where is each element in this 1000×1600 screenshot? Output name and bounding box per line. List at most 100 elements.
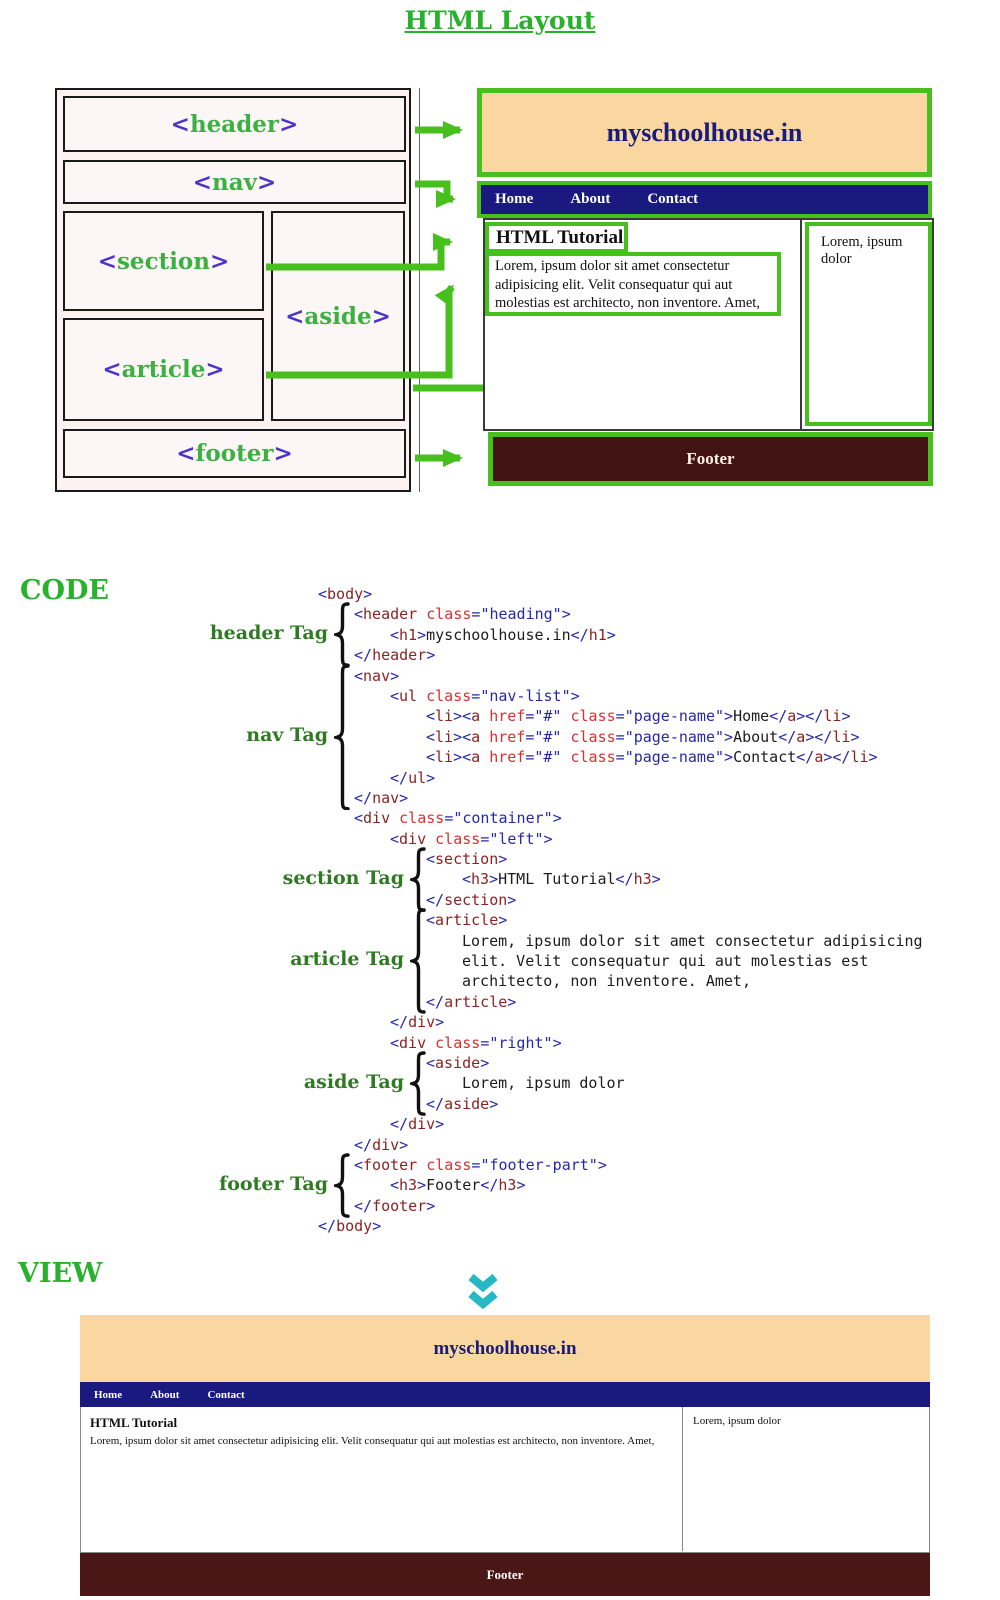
curly-brace xyxy=(410,1051,426,1117)
angle-bracket: < xyxy=(102,356,122,383)
curly-brace xyxy=(410,908,426,1015)
wireframe-nav-box: <nav> xyxy=(63,160,406,204)
code-line: </article> xyxy=(426,992,517,1011)
view-section-label: VIEW xyxy=(18,1258,103,1289)
code-line: <body> xyxy=(318,585,373,603)
preview-frame-edge xyxy=(419,88,420,492)
code-line: </footer> xyxy=(354,1196,436,1215)
code-line: <h1>myschoolhouse.in</h1> xyxy=(390,625,616,644)
wireframe-tag-label: nav xyxy=(212,168,257,196)
curly-brace xyxy=(334,602,350,668)
code-line: <section> xyxy=(426,850,508,869)
preview-article-text: Lorem, ipsum dolor sit amet consectetur … xyxy=(485,252,781,316)
view-footer: Footer xyxy=(80,1553,930,1596)
code-line: </aside> xyxy=(426,1094,499,1113)
arrow-nav xyxy=(415,180,456,208)
code-group-label: section Tag xyxy=(282,866,404,889)
view-nav-link[interactable]: Home xyxy=(94,1388,123,1401)
preview-column-divider xyxy=(800,219,802,430)
view-nav-link[interactable]: About xyxy=(150,1388,180,1401)
code-line: <li><a href="#" class="page-name">About<… xyxy=(426,727,860,746)
code-line: <header class="heading"> xyxy=(354,605,571,624)
code-group-label: footer Tag xyxy=(219,1172,328,1195)
view-section-heading: HTML Tutorial xyxy=(90,1415,178,1430)
wireframe-tag-label: header xyxy=(189,110,280,138)
code-group-label: header Tag xyxy=(209,622,328,644)
wireframe-tag-label: footer xyxy=(195,440,274,467)
view-navbar: Home About Contact xyxy=(80,1382,930,1407)
angle-bracket: > xyxy=(273,440,293,467)
code-line: </section> xyxy=(426,890,517,909)
code-line: Lorem, ipsum dolor xyxy=(462,1074,625,1093)
angle-bracket: < xyxy=(176,440,196,467)
code-line: <li><a href="#" class="page-name">Contac… xyxy=(426,748,878,767)
angle-bracket: < xyxy=(170,110,190,138)
preview-header: myschoolhouse.in xyxy=(477,88,932,177)
code-line: </ul> xyxy=(390,768,436,787)
preview-aside: Lorem, ipsum dolor xyxy=(805,222,932,426)
wireframe-tag-label: aside xyxy=(304,302,372,330)
angle-bracket: > xyxy=(210,247,230,275)
view-article-text: Lorem, ipsum dolor sit amet consectetur … xyxy=(90,1435,655,1447)
wireframe-tag-label: article xyxy=(121,356,206,383)
code-line: <footer class="footer-part"> xyxy=(354,1155,607,1174)
code-line: architecto, non inventore. Amet, xyxy=(462,972,751,991)
preview-footer-text: Footer xyxy=(686,449,735,468)
view-rendered-page: myschoolhouse.in Home About Contact HTML T… xyxy=(80,1315,930,1596)
angle-bracket: > xyxy=(257,168,277,196)
code-line: </header> xyxy=(354,646,436,665)
angle-bracket: > xyxy=(205,356,225,383)
page-title: HTML Layout xyxy=(404,6,596,35)
code-line: <li><a href="#" class="page-name">Home</… xyxy=(426,707,851,726)
code-line: <div class="container"> xyxy=(354,809,562,828)
code-section-label: CODE xyxy=(20,575,110,606)
angle-bracket: < xyxy=(192,168,212,196)
preview-nav-link[interactable]: Contact xyxy=(647,191,699,207)
view-nav-list: Home About Contact xyxy=(80,1382,930,1407)
preview-navbar: Home About Contact xyxy=(477,181,932,218)
code-line: elit. Velit consequatur qui aut molestia… xyxy=(462,952,869,971)
code-line: </div> xyxy=(390,1013,445,1032)
view-header: myschoolhouse.in xyxy=(80,1315,930,1382)
code-line: </div> xyxy=(390,1115,445,1134)
wireframe-header-box: <header> xyxy=(63,96,406,152)
preview-nav-link[interactable]: About xyxy=(570,191,611,207)
preview-section-heading: HTML Tutorial xyxy=(485,222,628,253)
wireframe-section-box: <section> xyxy=(63,211,264,311)
wireframe-article-box: <article> xyxy=(63,318,264,421)
code-line: <aside> xyxy=(426,1053,490,1072)
wireframe-tag-label: section xyxy=(116,247,210,275)
code-line: </body> xyxy=(318,1217,382,1236)
angle-bracket: < xyxy=(97,247,117,275)
code-group-label: article Tag xyxy=(290,948,404,971)
code-line: <div class="left"> xyxy=(390,829,553,848)
wireframe-footer-box: <footer> xyxy=(63,429,406,478)
view-content-area: HTML Tutorial Lorem, ipsum dolor sit ame… xyxy=(80,1407,930,1553)
code-line: <article> xyxy=(426,911,508,930)
curly-brace xyxy=(410,847,426,913)
view-site-title: myschoolhouse.in xyxy=(433,1337,577,1359)
code-group-label: aside Tag xyxy=(303,1070,404,1093)
code-line: <h3>HTML Tutorial</h3> xyxy=(462,870,661,889)
wireframe-aside-box: <aside> xyxy=(271,211,405,421)
code-line: <ul class="nav-list"> xyxy=(390,686,580,705)
code-group-label: nav Tag xyxy=(246,724,328,746)
angle-bracket: > xyxy=(279,110,299,138)
view-left-column: HTML Tutorial Lorem, ipsum dolor sit ame… xyxy=(81,1407,679,1457)
chevron-double-down-icon xyxy=(468,1273,498,1309)
code-listing: <body> <header class="heading"><h1>myscho… xyxy=(318,584,923,1237)
view-aside: Lorem, ipsum dolor xyxy=(682,1407,930,1551)
code-line: <nav> xyxy=(354,666,400,685)
view-footer-text: Footer xyxy=(486,1566,524,1582)
preview-site-title: myschoolhouse.in xyxy=(606,117,803,147)
preview-nav-list: Home About Contact xyxy=(481,185,928,214)
preview-nav-link[interactable]: Home xyxy=(495,191,534,207)
code-line: </div> xyxy=(354,1135,409,1154)
curly-brace xyxy=(334,663,350,811)
curly-brace xyxy=(334,1153,350,1219)
code-line: <h3>Footer</h3> xyxy=(390,1176,526,1195)
view-nav-link[interactable]: Contact xyxy=(207,1388,245,1401)
code-line: <div class="right"> xyxy=(390,1033,562,1052)
code-line: Lorem, ipsum dolor sit amet consectetur … xyxy=(462,931,923,950)
